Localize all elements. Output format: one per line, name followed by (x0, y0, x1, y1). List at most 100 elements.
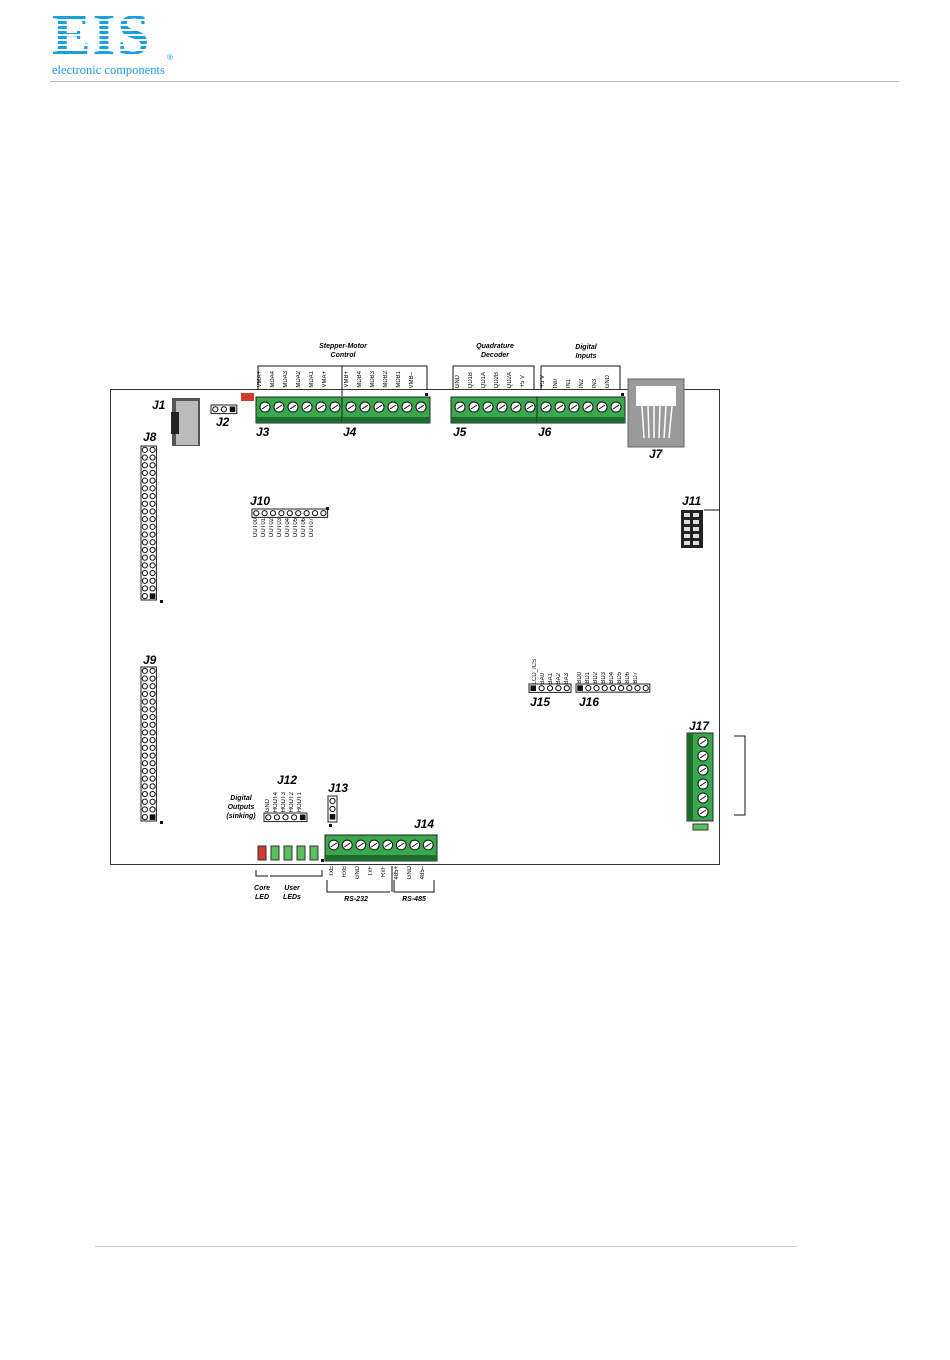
j12-header-pin (265, 814, 272, 821)
j6-pin-label: IN0 (553, 378, 559, 388)
j14-pin-label: RxE (342, 866, 348, 878)
j4-pin-label: VMB– (409, 371, 415, 388)
j17-terminal-screw-slot (699, 781, 707, 787)
j9-header-pin (149, 798, 156, 805)
j3-terminal-screw-slot (303, 404, 311, 410)
j6-terminal-screw-slot (570, 404, 578, 410)
j9-header-pin (149, 690, 156, 698)
j6-terminal-base (537, 417, 625, 423)
j9-header-pin (141, 790, 148, 798)
j3-terminal-screw-slot (289, 404, 297, 410)
j9-header-pin (149, 783, 156, 790)
j10-header-pin (311, 510, 319, 517)
j10-pin-labels: OUT00 OUT01 OUT02 OUT03 OUT04 OUT05 OUT0… (253, 518, 316, 544)
j5-pin-labels: GND QD1B QD1A QD2B QD2A +5 V (455, 361, 527, 388)
j3-pin-label: MDA2 (296, 371, 302, 388)
j9-header-pin (149, 667, 156, 674)
j11-pin (684, 541, 690, 545)
j17-terminal-screw-slot (699, 795, 707, 801)
j4-terminal-screw-slot (347, 404, 355, 410)
j14-terminal-screw-slot (357, 842, 365, 848)
logo-wordmark: EIS (52, 2, 152, 67)
j10-pin-label: OUT03 (277, 518, 283, 538)
connector-label-j15: J15 (530, 695, 551, 709)
j5-terminal-screw-slot (456, 404, 464, 410)
connector-label-j11: J11 (682, 494, 702, 508)
j16-header-pin (585, 685, 592, 692)
connector-label-j4: J4 (343, 425, 357, 439)
j8-header-pin (141, 523, 148, 530)
j8-header-pin (149, 585, 156, 592)
j8-header-pin (149, 446, 156, 453)
connector-label-j2: J2 (216, 415, 230, 429)
j2-header-pin (212, 406, 219, 413)
connector-label-j14: J14 (414, 817, 435, 831)
j12-header-pin (273, 814, 280, 821)
j9-header-pin (141, 767, 148, 775)
j9-header-pin (141, 760, 148, 767)
j3-pin-label: MDA1 (309, 371, 315, 388)
group-rs232: RS-232 (344, 896, 368, 903)
j8-header-pin (149, 546, 156, 554)
user-leds-bracket (270, 870, 323, 877)
j16-pin-label: BD3 (601, 672, 607, 684)
quadrature-bracket (452, 365, 535, 390)
j12-header-pin (291, 814, 298, 821)
core-led-bracket (255, 870, 268, 877)
j17-terminal-screw-slot (699, 739, 707, 745)
j14-terminal-screw-slot (384, 842, 392, 848)
j15-header-pin (546, 685, 554, 692)
j10-pin-label: OUT07 (309, 518, 315, 538)
j9-header-pin (141, 814, 148, 821)
j11-pin (684, 513, 690, 517)
j8-header-pin (141, 516, 148, 523)
j5-terminal-screw-slot (512, 404, 520, 410)
j4-terminal-screw-slot (403, 404, 411, 410)
j5-pin-label: QD2A (507, 371, 513, 388)
j9-header-pin (149, 760, 156, 767)
j14-pin-label: TxE (329, 866, 335, 877)
j15-header-pin (555, 685, 562, 692)
j6-pin-label: IN1 (566, 378, 572, 388)
j1-jack-barrel (171, 412, 179, 434)
j10-pin-label: OUT02 (269, 518, 275, 538)
j13-pin (329, 805, 336, 813)
j9-header-pin (141, 806, 148, 813)
j16-header-pin (593, 685, 600, 692)
j9-header-pin (149, 721, 156, 728)
j17-bracket (734, 735, 746, 816)
j13-pin (329, 797, 336, 805)
j8-header-pin (149, 462, 156, 469)
j16-pin-label: BD6 (625, 672, 631, 684)
connector-label-j8: J8 (143, 430, 157, 444)
j6-pin1-marker (621, 393, 624, 396)
j15-pin-label: BA1 (548, 672, 554, 684)
j14-terminal-screw-slot (370, 842, 378, 848)
j9-header-pin (149, 790, 156, 798)
j8-header-pin1 (149, 593, 156, 599)
j12-header-pin1 (299, 814, 306, 821)
j11-pin (693, 541, 699, 545)
j8-header-pin (141, 477, 148, 484)
connector-label-j12: J12 (277, 773, 298, 787)
j3-pin-label: VMA+ (322, 371, 328, 388)
j9-header-pin (141, 721, 148, 728)
j9-header-pin (149, 683, 156, 690)
j7-contact (668, 405, 673, 439)
j8-header-pin (141, 454, 148, 461)
j7-contact (641, 405, 645, 439)
j14-pin-label: GND (407, 866, 413, 880)
j15-pin-labels: LCD_/CS BA0 BA1 BA2 BA3 (532, 654, 571, 684)
j5-terminal-base (451, 417, 539, 423)
connector-label-j6: J6 (538, 425, 552, 439)
j11-pin (693, 513, 699, 517)
connector-label-j3: J3 (256, 425, 270, 439)
j6-terminal-screw-slot (612, 404, 620, 410)
j3-terminal-base (256, 417, 344, 423)
user-led (270, 845, 280, 861)
j8-header-pin (141, 508, 148, 515)
j9-header-pin (141, 775, 148, 782)
